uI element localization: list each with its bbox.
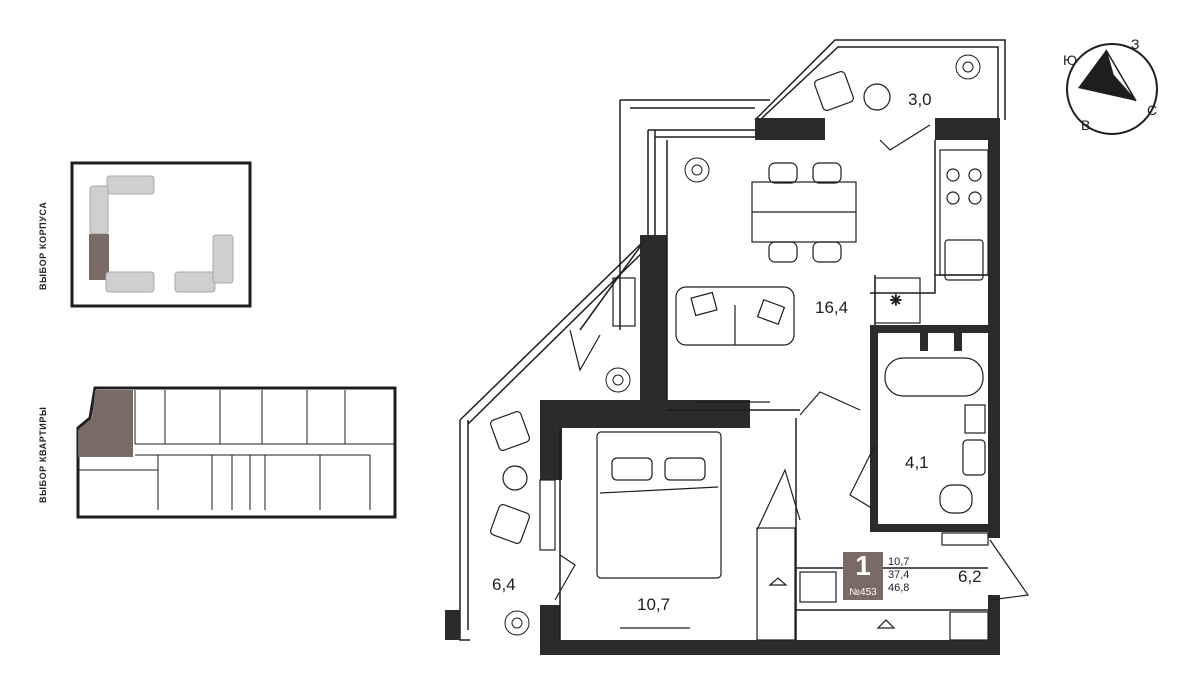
apartment-number: №453 <box>849 587 877 598</box>
room-area-balcony-left: 6,4 <box>492 575 516 594</box>
compass-west-label: З <box>1131 36 1140 52</box>
compass-south-label: Ю <box>1063 52 1078 68</box>
compass-needle <box>1078 50 1136 101</box>
room-area-hall: 6,2 <box>958 567 982 586</box>
room-area-bedroom: 10,7 <box>637 595 671 614</box>
compass-north-label: С <box>1147 102 1158 118</box>
plant-icon <box>504 54 981 636</box>
living-area-value: 10,7 <box>888 556 910 568</box>
apartment-badge: 1 №453 <box>843 550 883 600</box>
compass-east-label: В <box>1081 117 1091 133</box>
room-area-balcony-top: 3,0 <box>908 90 932 109</box>
total-area-value: 46,8 <box>888 582 910 594</box>
building-block[interactable] <box>105 234 234 293</box>
building-block-selected[interactable] <box>89 234 109 280</box>
area-without-balconies-value: 37,4 <box>888 569 910 581</box>
room-area-bathroom: 4,1 <box>905 453 929 472</box>
apartment-areas: 10,7 37,4 46,8 <box>888 556 909 595</box>
svg-text:✳: ✳ <box>890 292 902 308</box>
room-area-living: 16,4 <box>815 298 849 317</box>
rooms-count: 1 <box>855 550 871 581</box>
